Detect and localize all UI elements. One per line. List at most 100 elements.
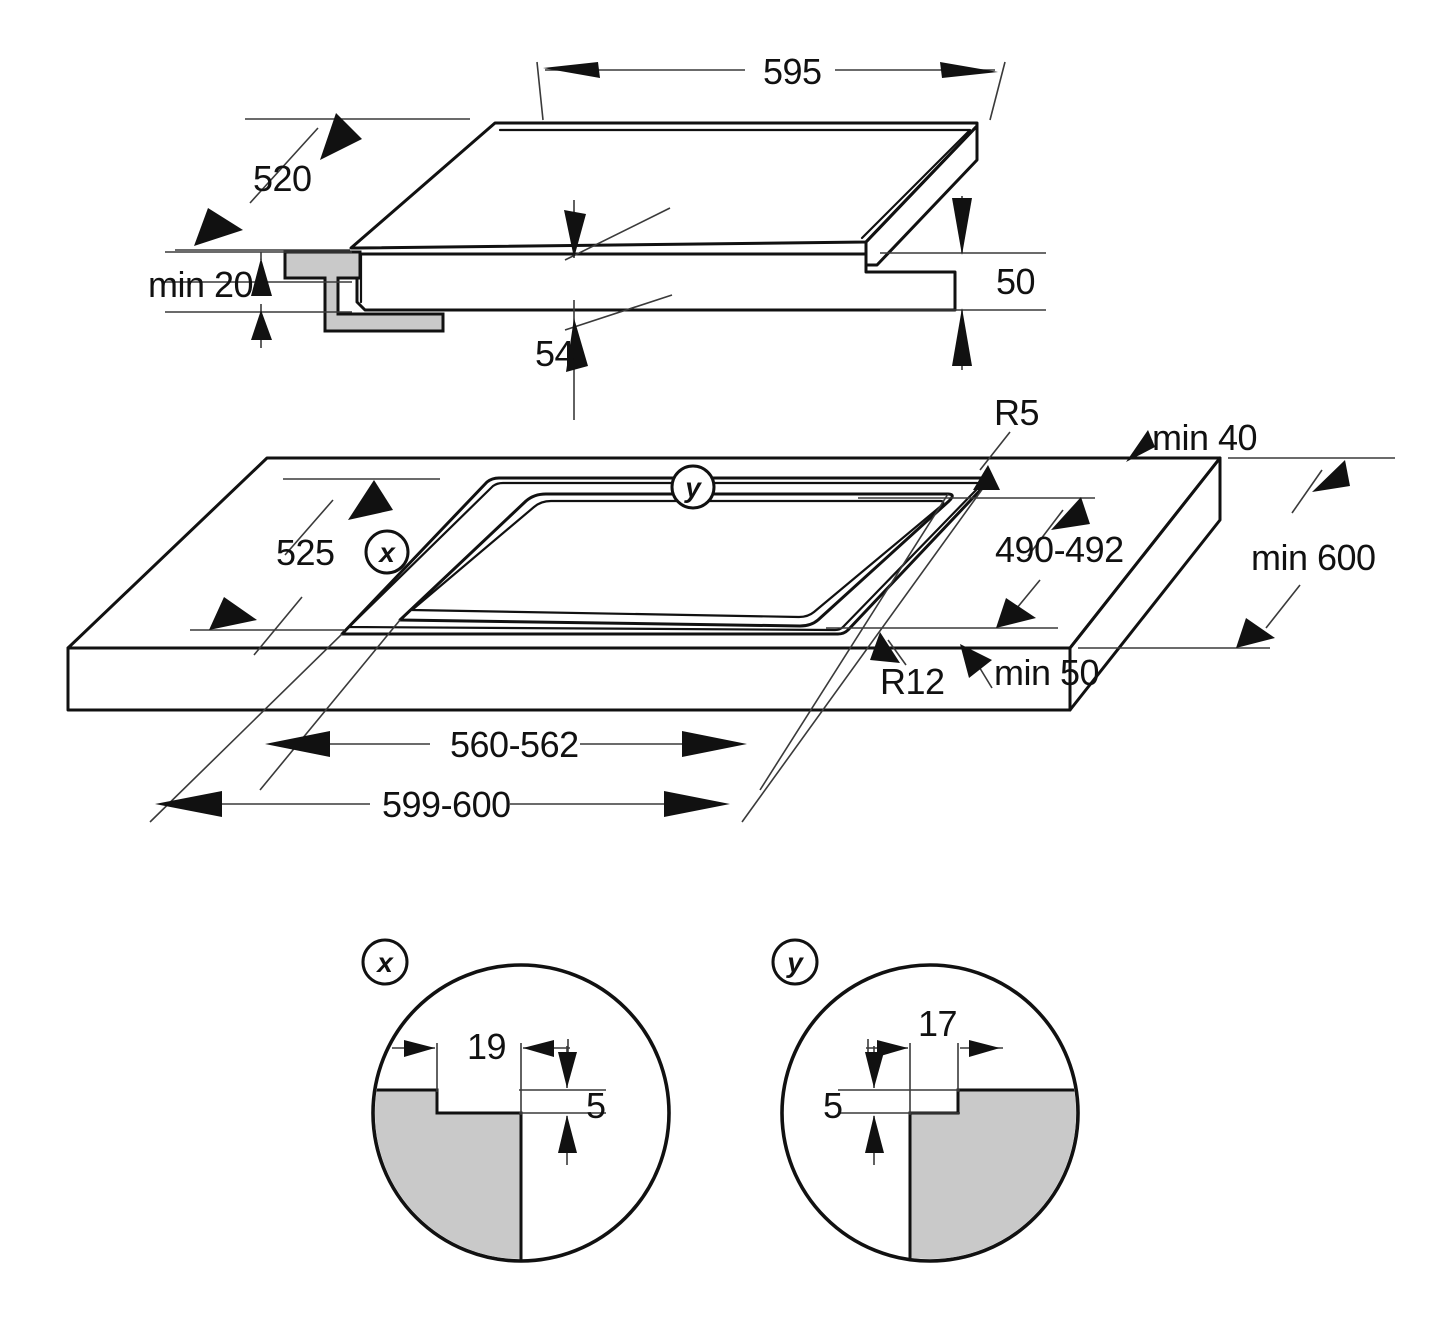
arrowhead [404, 1040, 435, 1057]
arrowhead [1236, 618, 1275, 648]
dim-label-clearance-rear: min 40 [1152, 417, 1257, 458]
dim-worktop-thickness: min 20 [148, 251, 352, 348]
arrowhead [870, 632, 900, 663]
dim-label-detail-x-step-depth: 5 [586, 1085, 606, 1126]
recess-outline-offset [347, 481, 981, 632]
arrowhead [877, 1040, 908, 1057]
dim-hob-height: 50 [880, 196, 1046, 370]
detail-bubble-circle-x [361, 938, 409, 986]
arrowhead [682, 731, 747, 757]
arrowhead [194, 208, 243, 246]
arrowhead [265, 731, 330, 757]
dim-hob-depth: 520 [175, 113, 470, 251]
detail-circle-y [780, 963, 1080, 1263]
hob-perspective-view: 595 520 50 54 [148, 51, 1046, 420]
detail-bubble-label-y: y [785, 947, 804, 978]
arrowhead [209, 597, 257, 630]
leader-corner-radius-inner: R12 [870, 632, 945, 702]
arrowhead [251, 310, 272, 340]
arrowhead [973, 465, 1000, 490]
callout-circle-x [364, 529, 410, 575]
hob-right-end-face [864, 124, 979, 267]
arrowhead [523, 1040, 554, 1057]
worktop-perspective-view: y x 525 490-492 [66, 392, 1395, 825]
callout-circle-y [670, 464, 716, 510]
arrowhead [251, 258, 272, 296]
leader-clearance-rear: min 40 [1126, 417, 1258, 462]
detail-y-profile [908, 1088, 1076, 1259]
leader-corner-radius-outer: R5 [973, 392, 1040, 490]
dim-label-worktop-reference-depth: 525 [276, 532, 335, 573]
detail-circle-x [371, 963, 671, 1263]
dim-detail-y-step-depth: 5 [823, 1046, 960, 1165]
mounting-bracket-profile [283, 250, 445, 333]
arrowhead [564, 210, 586, 258]
dim-label-worktop-thickness: min 20 [148, 264, 253, 305]
dim-cutout-depth: 490-492 [826, 497, 1124, 629]
arrowhead [155, 791, 222, 817]
dim-label-hob-depth: 520 [253, 158, 312, 199]
arrowhead [558, 1052, 577, 1088]
leader-clearance-front: min 50 [960, 644, 1100, 693]
arrowhead [558, 1115, 577, 1153]
arrowhead [996, 598, 1036, 628]
dim-hob-width: 595 [536, 51, 1006, 121]
dim-label-recess-width: 599-600 [382, 784, 511, 825]
arrowhead [960, 644, 992, 678]
detail-y-material [908, 1088, 1076, 1259]
hob-glass-bevel [498, 128, 972, 240]
callout-bubble-x[interactable]: x [364, 529, 410, 575]
detail-bubble-label-x: x [375, 947, 394, 978]
arrowhead [566, 318, 588, 372]
dim-worktop-reference-depth: 525 [190, 478, 440, 656]
dim-label-hob-width: 595 [763, 51, 822, 92]
dim-label-detail-y-step-width: 17 [918, 1003, 957, 1044]
arrowhead [320, 113, 362, 160]
hob-front-face [355, 252, 957, 312]
dim-label-cutout-depth: 490-492 [995, 529, 1124, 570]
callout-label-y: y [683, 472, 702, 503]
arrowhead [1051, 497, 1090, 530]
dim-label-detail-x-step-width: 19 [467, 1026, 506, 1067]
arrowhead [952, 198, 972, 255]
dim-label-hob-height: 50 [996, 261, 1035, 302]
dim-cutout-width: 560-562 [259, 493, 949, 791]
detail-view-x: x 19 5 [361, 938, 671, 1263]
detail-x-material [375, 1088, 523, 1259]
dim-detail-x-step-depth: 5 [519, 1046, 606, 1165]
dim-hob-body-depth: 54 [535, 200, 673, 420]
dim-label-corner-radius-inner: R12 [880, 661, 945, 702]
arrowhead [664, 791, 730, 817]
arrowhead [865, 1052, 884, 1088]
detail-view-y: y 17 5 [771, 938, 1080, 1263]
arrowhead [1312, 460, 1350, 492]
arrowhead [1126, 430, 1155, 462]
dim-label-detail-y-step-depth: 5 [823, 1085, 843, 1126]
dim-detail-x-step-width: 19 [392, 1026, 570, 1115]
detail-bubble-y[interactable]: y [771, 938, 819, 986]
arrowhead [348, 480, 393, 520]
callout-bubble-y[interactable]: y [670, 464, 716, 510]
detail-bubble-circle-y [771, 938, 819, 986]
dim-recess-width: 599-600 [149, 483, 987, 825]
dim-detail-y-step-width: 17 [866, 1003, 1003, 1115]
arrowhead [952, 308, 972, 366]
arrowhead [543, 62, 600, 78]
arrowhead [940, 62, 998, 78]
worktop-right-edge-face [1068, 456, 1222, 712]
dim-label-corner-radius-outer: R5 [994, 392, 1039, 433]
dim-label-cutout-width: 560-562 [450, 724, 579, 765]
hob-top-face [349, 121, 979, 250]
dim-worktop-depth: min 600 [1078, 457, 1395, 649]
detail-bubble-x[interactable]: x [361, 938, 409, 986]
cutout-outline [398, 492, 954, 628]
detail-x-profile [375, 1088, 523, 1259]
arrowhead [969, 1040, 1000, 1057]
dim-label-worktop-depth: min 600 [1251, 537, 1376, 578]
cutout-outline-inner [410, 499, 945, 619]
arrowhead [865, 1115, 884, 1153]
dim-label-hob-body-depth: 54 [535, 333, 574, 374]
dim-label-clearance-front: min 50 [994, 652, 1099, 693]
